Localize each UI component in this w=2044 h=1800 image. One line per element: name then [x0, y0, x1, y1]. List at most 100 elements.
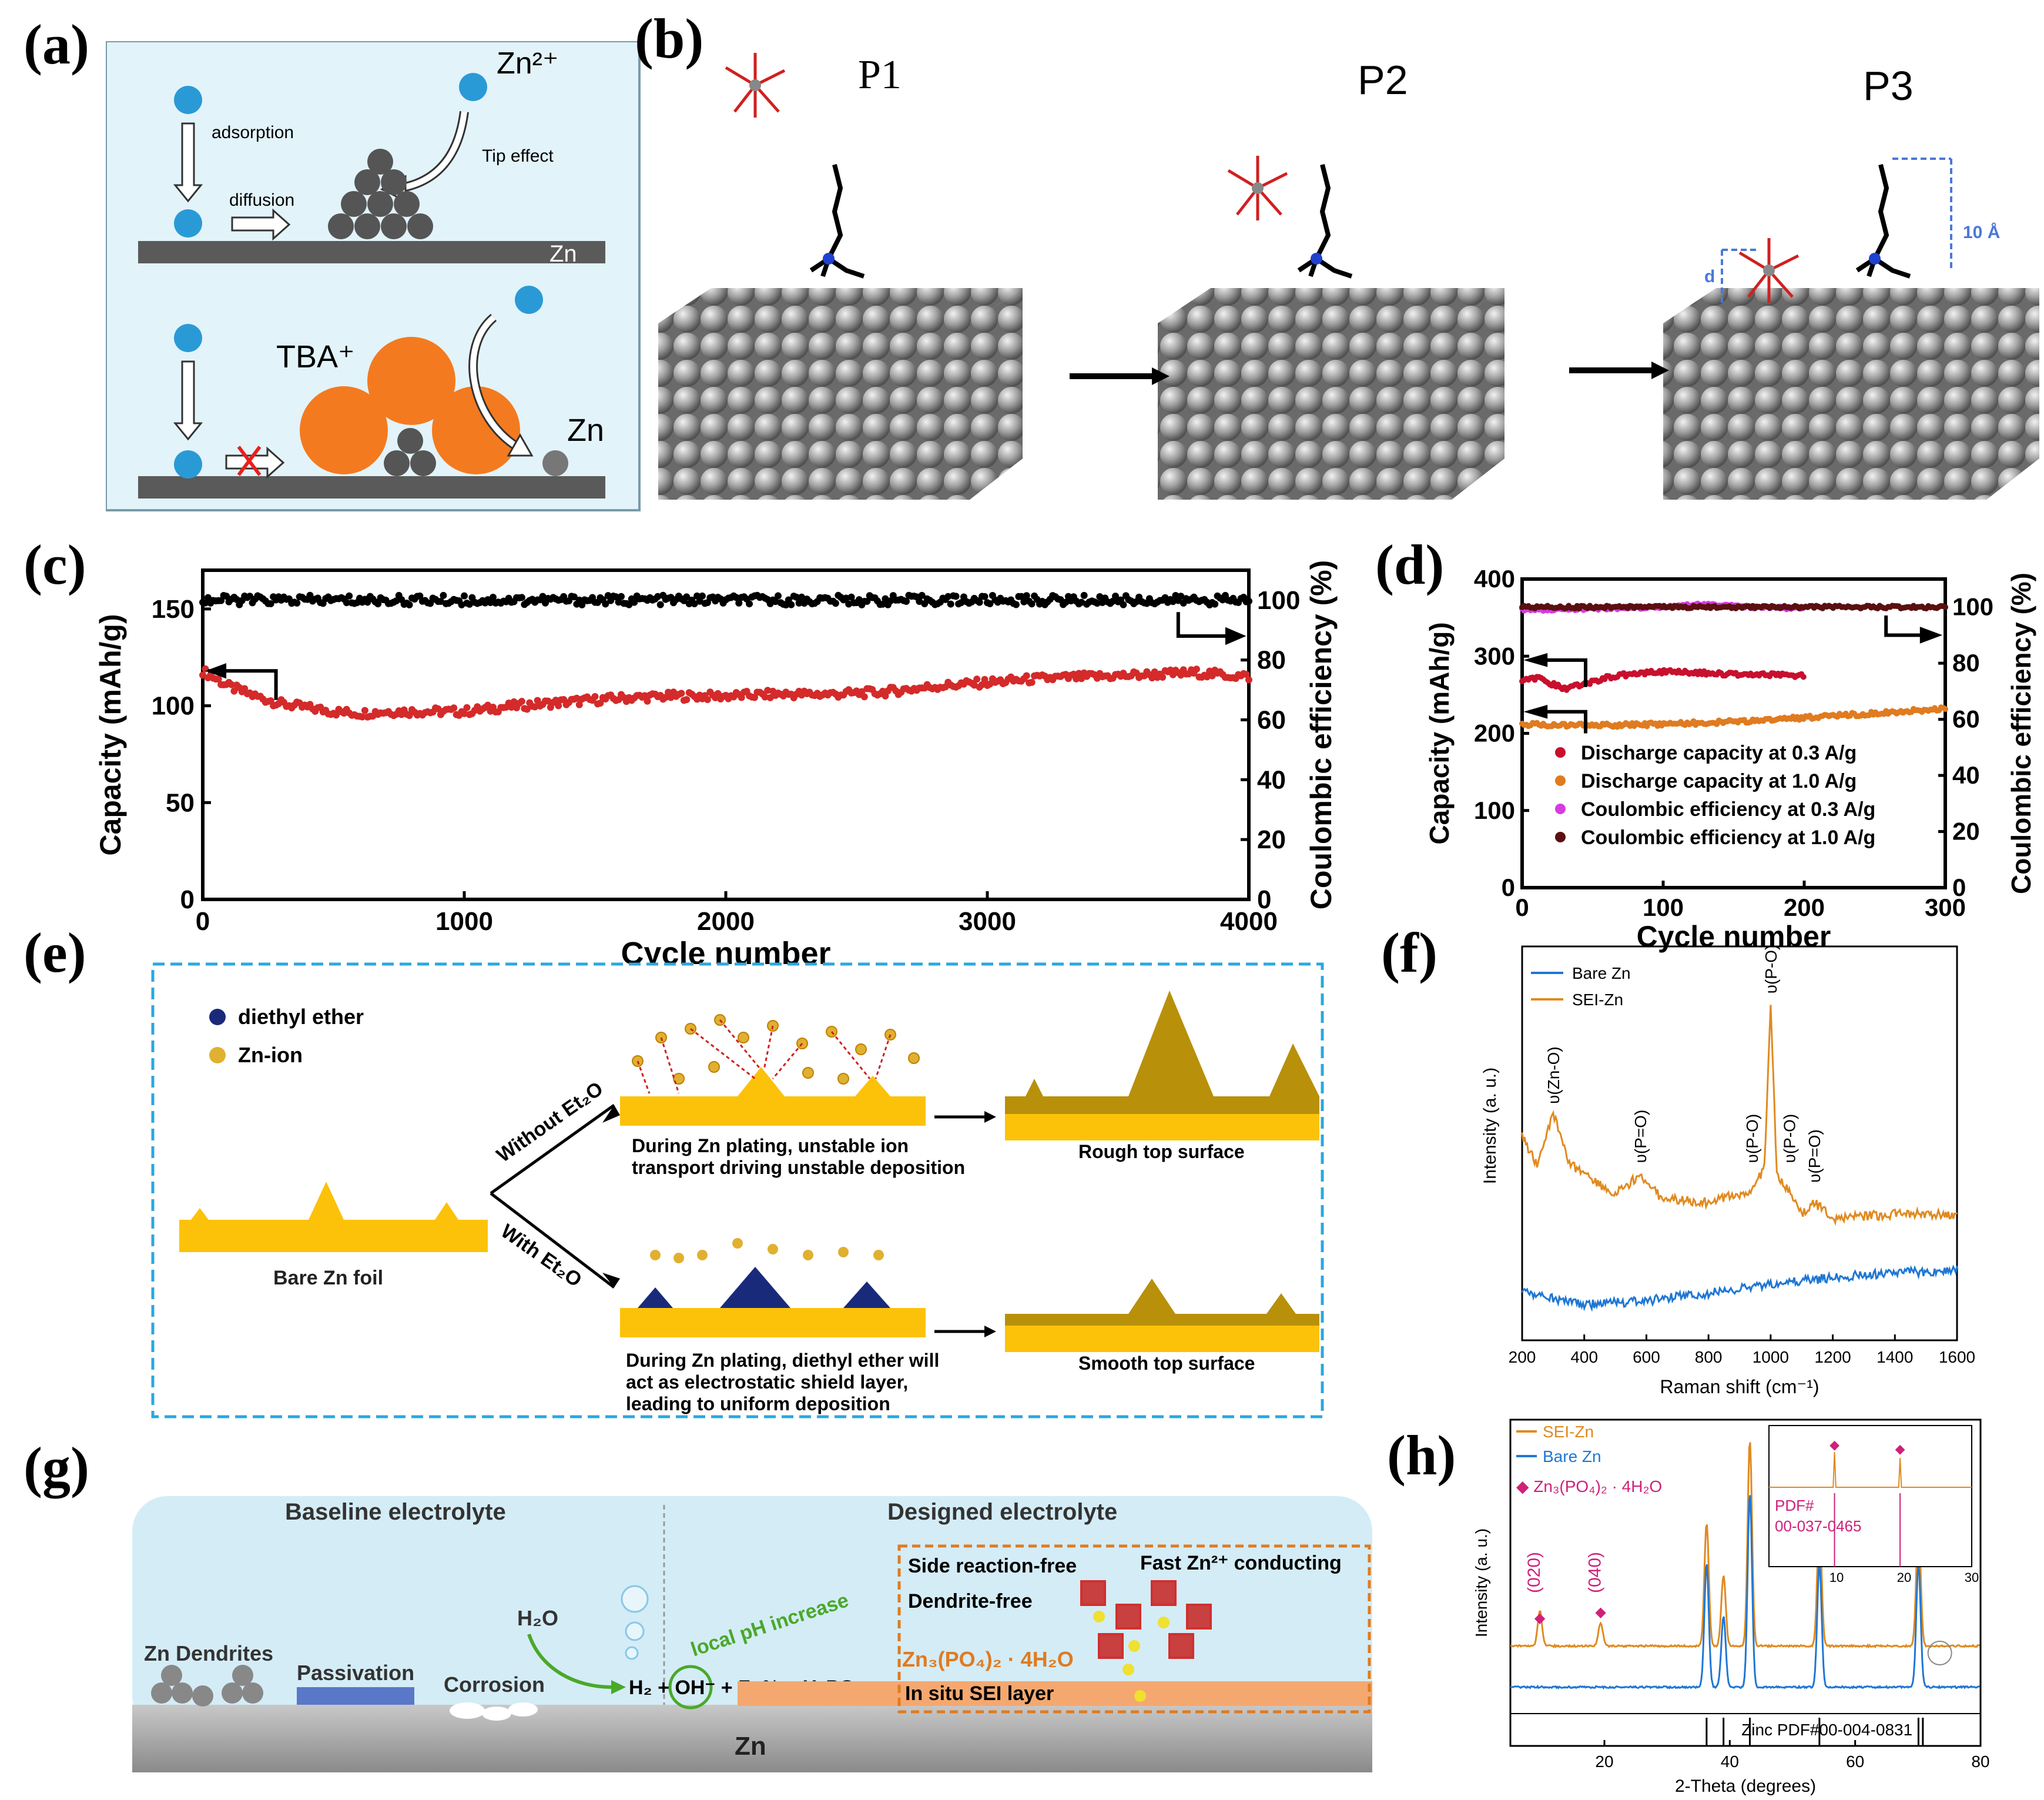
panel-label-f: (f): [1381, 921, 1437, 984]
ce-point: [1211, 600, 1219, 608]
panel-label-a: (a): [24, 13, 89, 76]
ce-point: [976, 598, 983, 606]
x-tick-label: 0: [1515, 894, 1529, 921]
ce-point: [775, 592, 782, 600]
plot-frame: [1509, 1418, 1982, 1747]
ce-point: [1080, 591, 1088, 599]
ce-point: [879, 600, 886, 608]
legend-marker: [1555, 775, 1566, 786]
capacity-point: [434, 705, 442, 712]
legend-zp: ◆ Zn₃(PO₄)₂ · 4H₂O: [1516, 1477, 1662, 1495]
y-left-tick-label: 50: [166, 788, 195, 817]
desc-bot-3: leading to uniform deposition: [626, 1393, 890, 1414]
ce-point: [981, 593, 989, 600]
ce-point: [612, 593, 620, 601]
ce-point: [918, 591, 926, 599]
legend-zn-ion: Zn-ion: [238, 1043, 303, 1067]
y-left-tick-label: 400: [1474, 565, 1515, 593]
ce-point: [944, 593, 952, 600]
right-axis-arrow: [1884, 615, 1934, 637]
adsorption-label: adsorption: [212, 123, 294, 142]
x-tick-label: 80: [1971, 1752, 1989, 1771]
peak-label: υ(P-O): [1781, 1114, 1799, 1163]
zn-ion: [459, 73, 487, 101]
plot-frame: [1521, 945, 1958, 1341]
bare-foil-label: Bare Zn foil: [273, 1267, 383, 1289]
p2-label: P2: [1358, 57, 1408, 103]
peak-label: υ(P-O): [1762, 945, 1780, 994]
zn-ion: [174, 209, 202, 237]
side-reaction-label: Side reaction-free: [908, 1555, 1077, 1577]
left-axis-arrow-1: [1529, 658, 1587, 687]
hydrated-zn-1: [725, 53, 786, 118]
y-right-tick-label: 80: [1952, 649, 1980, 677]
x-tick-label: 0: [196, 907, 210, 936]
ce-point: [246, 593, 254, 600]
desc-top-1: During Zn plating, unstable ion: [632, 1135, 909, 1156]
x-axis-label: 2-Theta (degrees): [1675, 1776, 1816, 1796]
panel-e-schematic: diethyl ether Zn-ion Bare Zn foil Withou…: [151, 962, 1324, 1418]
inset-tick-label: 10: [1829, 1570, 1844, 1585]
capacity-point: [703, 695, 711, 703]
ce-point: [1093, 600, 1101, 607]
fast-conducting-label: Fast Zn²⁺ conducting: [1140, 1552, 1342, 1574]
capacity-point: [215, 675, 222, 683]
x-tick-label: 1000: [1753, 1348, 1789, 1366]
peak-label: υ(P=O): [1805, 1129, 1824, 1183]
ce-point: [842, 594, 850, 602]
ce-point: [487, 598, 494, 606]
hydrated-zn-2: [1227, 156, 1288, 220]
capacity-point: [463, 704, 471, 711]
desc-bot-2: act as electrostatic shield layer,: [626, 1371, 908, 1393]
y-right-axis-label: Coulombic efficiency (%): [1305, 560, 1338, 910]
dendrites-label: Zn Dendrites: [144, 1641, 273, 1665]
y-axis-label: Intensity (a. u.): [1480, 1068, 1500, 1184]
peak-label: υ(P-O): [1743, 1114, 1761, 1163]
ce-point: [631, 598, 638, 606]
legend-marker: [1555, 804, 1566, 814]
x-tick-label: 600: [1633, 1348, 1660, 1366]
x-tick-label: 60: [1846, 1752, 1864, 1771]
designed-title: Designed electrolyte: [887, 1499, 1117, 1525]
x-tick-label: 4000: [1220, 907, 1278, 936]
panel-a-schematic: Zn²⁺ adsorption diffusion Tip effect Zn …: [106, 41, 641, 511]
y-right-tick-label: 0: [1257, 885, 1271, 914]
capacity-point: [665, 688, 672, 696]
slab-p2: [1158, 288, 1504, 500]
inset-marker: ◆: [1829, 1437, 1839, 1452]
capacity-point: [573, 694, 581, 702]
ce-point: [306, 591, 314, 599]
distance-10a: 10 Å: [1963, 223, 2000, 242]
capacity-point: [644, 697, 651, 705]
zn-ion: [174, 86, 202, 114]
capacity-point: [973, 675, 981, 683]
left-arrowhead-2: [1523, 704, 1548, 719]
right-arrowhead: [1919, 627, 1943, 644]
legend-label: Coulombic efficiency at 0.3 A/g: [1581, 798, 1875, 821]
tba-label: TBA⁺: [276, 339, 355, 374]
x-tick-label: 1600: [1939, 1348, 1975, 1366]
baseline-title: Baseline electrolyte: [285, 1499, 506, 1525]
legend-marker: [1555, 832, 1566, 842]
ce-point: [693, 592, 701, 600]
ce-point: [887, 597, 894, 605]
ce-point: [691, 600, 698, 607]
y-left-tick-label: 150: [152, 595, 195, 624]
x-tick-label: 800: [1695, 1348, 1723, 1366]
y-left-tick-label: 0: [1502, 874, 1515, 901]
ce-point: [1017, 593, 1025, 600]
capacity-point: [406, 712, 413, 720]
series-point: [1942, 604, 1948, 610]
ce-point: [406, 601, 413, 608]
ce-point: [903, 598, 910, 605]
capacity-point: [332, 711, 340, 719]
panel-label-b: (b): [635, 7, 704, 70]
left-axis-arrow: [207, 669, 278, 700]
ce-point: [1012, 601, 1020, 608]
ce-point: [1120, 601, 1127, 608]
capacity-point: [1245, 676, 1252, 684]
y-left-tick-label: 300: [1474, 642, 1515, 670]
xrd-pattern: [1510, 1442, 1980, 1649]
capacity-point: [508, 704, 515, 711]
tip-effect-label: Tip effect: [482, 146, 554, 166]
